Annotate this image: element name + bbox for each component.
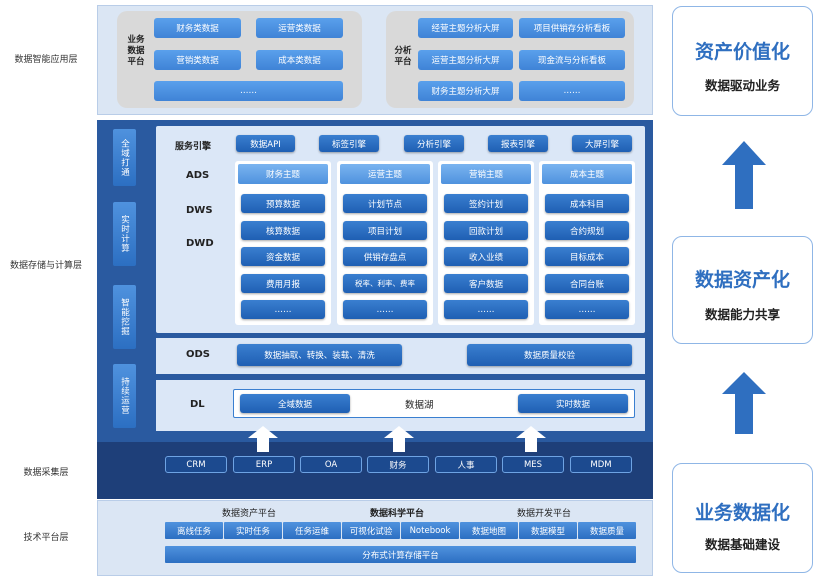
ods-etl[interactable]: 数据抽取、转换、装载、清洗 <box>237 344 402 366</box>
subject-item[interactable]: 客户数据 <box>444 274 528 293</box>
up-arrow-icon <box>516 426 546 452</box>
side-tag-mining: 智能挖掘 <box>113 285 136 349</box>
subject-col-ops <box>337 161 433 325</box>
service-screen-engine[interactable]: 大屏引擎 <box>572 135 632 152</box>
tech-item[interactable]: 可视化试验 <box>342 522 400 539</box>
source-erp[interactable]: ERP <box>233 456 295 473</box>
tech-item[interactable]: 数据模型 <box>519 522 577 539</box>
subject-title-finance[interactable]: 财务主题 <box>238 164 328 184</box>
value-box-sub: 数据基础建设 <box>704 537 780 552</box>
analysis-item-1[interactable]: 项目供销存分析看板 <box>519 18 625 38</box>
service-engine-label: 服务引擎 <box>175 142 212 152</box>
tech-item[interactable]: 实时任务 <box>224 522 282 539</box>
value-box-title: 业务数据化 <box>694 502 790 524</box>
up-arrow-icon <box>722 372 766 434</box>
subject-item[interactable]: 税率、利率、费率 <box>343 274 427 293</box>
source-mes[interactable]: MES <box>502 456 564 473</box>
dl-realtime-data[interactable]: 实时数据 <box>518 394 628 413</box>
business-item-marketing[interactable]: 营销类数据 <box>154 50 241 70</box>
business-item-more[interactable]: …… <box>154 81 343 101</box>
label-dwd: DWD <box>186 238 214 249</box>
up-arrow-icon <box>384 426 414 452</box>
subject-item[interactable]: 预算数据 <box>241 194 325 213</box>
tech-item[interactable]: 数据质量 <box>578 522 636 539</box>
service-report-engine[interactable]: 报表引擎 <box>488 135 548 152</box>
source-crm[interactable]: CRM <box>165 456 227 473</box>
source-mdm[interactable]: MDM <box>570 456 632 473</box>
tech-item[interactable]: 任务运维 <box>283 522 341 539</box>
analysis-item-5[interactable]: …… <box>519 81 625 101</box>
tech-base-platform[interactable]: 分布式计算存储平台 <box>165 546 636 563</box>
source-hr[interactable]: 人事 <box>435 456 497 473</box>
business-item-finance[interactable]: 财务类数据 <box>154 18 241 38</box>
subject-item[interactable]: 费用月报 <box>241 274 325 293</box>
dl-lake-label: 数据湖 <box>405 400 434 411</box>
subject-item[interactable]: 核算数据 <box>241 221 325 240</box>
value-box-title: 数据资产化 <box>694 269 790 291</box>
dl-label: DL <box>190 399 205 410</box>
subject-col-marketing <box>438 161 534 325</box>
layer-label-storage: 数据存储与计算层 <box>9 261 82 271</box>
tech-platform-asset: 数据资产平台 <box>222 509 277 519</box>
analysis-platform-label: 分析 平台 <box>394 46 412 67</box>
analysis-item-0[interactable]: 经营主题分析大屏 <box>418 18 513 38</box>
subject-title-cost[interactable]: 成本主题 <box>542 164 632 184</box>
layer-label-tech: 技术平台层 <box>23 533 69 543</box>
value-box-sub: 数据驱动业务 <box>704 78 780 93</box>
dl-all-domain-data[interactable]: 全域数据 <box>240 394 350 413</box>
subject-item[interactable]: …… <box>545 300 629 319</box>
side-tag-all-domain: 全域打通 <box>113 129 136 186</box>
subject-item[interactable]: 回款计划 <box>444 221 528 240</box>
value-box-business-data: 业务数据化 数据基础建设 <box>672 463 813 573</box>
subject-item[interactable]: 收入业绩 <box>444 247 528 266</box>
value-box-asset: 资产价值化 数据驱动业务 <box>672 6 813 116</box>
subject-item[interactable]: 资金数据 <box>241 247 325 266</box>
up-arrow-icon <box>722 141 766 209</box>
layer-label-app: 数据智能应用层 <box>14 55 78 65</box>
ods-label: ODS <box>186 349 211 360</box>
label-ads: ADS <box>186 170 210 181</box>
subject-item[interactable]: …… <box>241 300 325 319</box>
subject-item[interactable]: …… <box>343 300 427 319</box>
side-tag-realtime: 实时计算 <box>113 202 136 266</box>
subject-item[interactable]: 供销存盘点 <box>343 247 427 266</box>
subject-item[interactable]: 合约规划 <box>545 221 629 240</box>
service-tag-engine[interactable]: 标签引擎 <box>319 135 379 152</box>
tech-item[interactable]: 数据地图 <box>460 522 518 539</box>
source-finance[interactable]: 财务 <box>367 456 429 473</box>
business-platform-label: 业务 数据 平台 <box>127 35 145 67</box>
tech-item[interactable]: 离线任务 <box>165 522 223 539</box>
business-item-cost[interactable]: 成本类数据 <box>256 50 343 70</box>
analysis-item-3[interactable]: 现金流与分析看板 <box>519 50 625 70</box>
subject-item[interactable]: 目标成本 <box>545 247 629 266</box>
service-analysis-engine[interactable]: 分析引擎 <box>404 135 464 152</box>
tech-item[interactable]: Notebook <box>401 522 459 539</box>
source-oa[interactable]: OA <box>300 456 362 473</box>
tech-platform-dev: 数据开发平台 <box>517 509 572 519</box>
value-box-title: 资产价值化 <box>694 41 790 63</box>
side-tag-operation: 持续运营 <box>113 364 136 428</box>
value-box-data-asset: 数据资产化 数据能力共享 <box>672 236 813 344</box>
value-box-sub: 数据能力共享 <box>704 307 780 322</box>
label-dws: DWS <box>186 205 213 216</box>
subject-item[interactable]: 合同台账 <box>545 274 629 293</box>
subject-item[interactable]: 成本科目 <box>545 194 629 213</box>
subject-col-cost <box>539 161 635 325</box>
subject-item[interactable]: …… <box>444 300 528 319</box>
subject-item[interactable]: 项目计划 <box>343 221 427 240</box>
subject-title-ops[interactable]: 运营主题 <box>340 164 430 184</box>
up-arrow-icon <box>248 426 278 452</box>
subject-item[interactable]: 计划节点 <box>343 194 427 213</box>
analysis-item-2[interactable]: 运营主题分析大屏 <box>418 50 513 70</box>
ods-quality-check[interactable]: 数据质量校验 <box>467 344 632 366</box>
analysis-item-4[interactable]: 财务主题分析大屏 <box>418 81 513 101</box>
service-data-api[interactable]: 数据API <box>236 135 295 152</box>
layer-label-collect: 数据采集层 <box>23 468 69 478</box>
subject-col-finance <box>235 161 331 325</box>
tech-platform-science: 数据科学平台 <box>370 509 425 519</box>
subject-title-marketing[interactable]: 营销主题 <box>441 164 531 184</box>
subject-item[interactable]: 签约计划 <box>444 194 528 213</box>
business-item-ops[interactable]: 运营类数据 <box>256 18 343 38</box>
